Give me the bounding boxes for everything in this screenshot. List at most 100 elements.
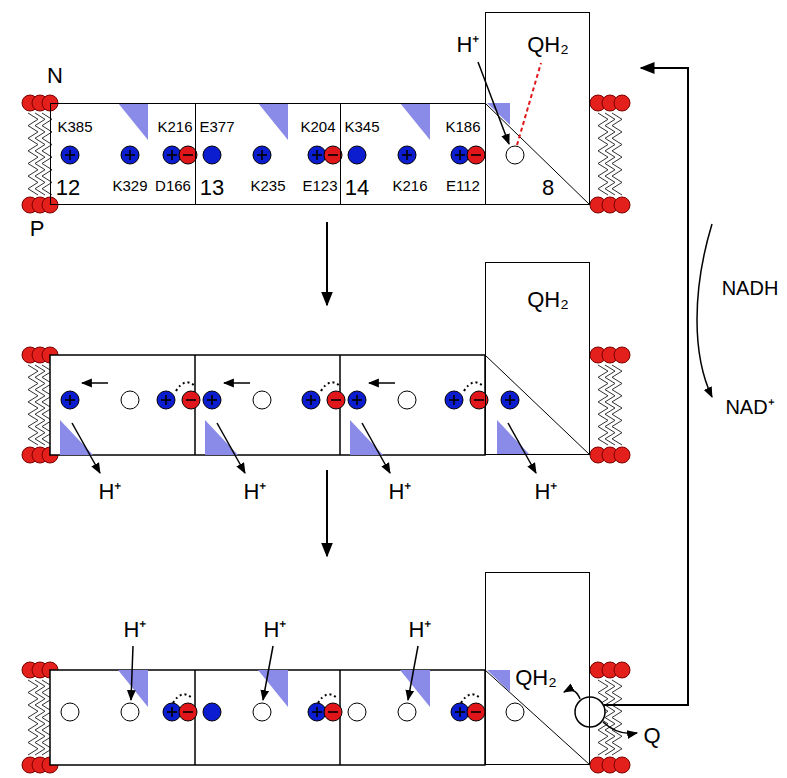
charge-sign xyxy=(165,395,167,405)
charge-sign xyxy=(69,395,71,405)
proton-arrow xyxy=(362,423,390,473)
half-channel xyxy=(205,420,238,455)
residue-circle xyxy=(61,391,79,409)
quinone-arrow xyxy=(603,722,637,734)
charge-sign xyxy=(211,395,213,405)
residue-circle xyxy=(451,146,469,164)
lipid-head xyxy=(614,662,630,678)
half-channel xyxy=(400,103,430,140)
residue-circle xyxy=(203,703,221,721)
lipid-tail xyxy=(28,113,38,195)
proton-label: H⁺ xyxy=(457,32,480,57)
residue-circle xyxy=(121,703,139,721)
residue-circle xyxy=(253,391,271,409)
charge-sign xyxy=(183,154,193,156)
subunit-number: 14 xyxy=(345,175,369,200)
charge-sign xyxy=(328,711,338,713)
residue-label: K186 xyxy=(445,118,480,135)
residue-label: K385 xyxy=(57,118,92,135)
membrane-side: P xyxy=(30,216,45,241)
quinol-label: QH₂ xyxy=(515,665,557,690)
proton-arrow xyxy=(131,646,133,700)
residue-circle xyxy=(327,391,345,409)
residue-circle xyxy=(179,703,197,721)
step-arrow xyxy=(326,470,328,556)
lipid-tail xyxy=(612,680,622,755)
nadh-arrow xyxy=(697,224,712,397)
charge-sign xyxy=(186,399,196,401)
charge-sign xyxy=(459,707,461,717)
product-label: NAD⁺ xyxy=(725,396,774,419)
residue-label: E123 xyxy=(302,177,337,194)
proton-label: H⁺ xyxy=(264,617,287,642)
charge-sign xyxy=(129,150,131,160)
charge-sign xyxy=(474,399,484,401)
subunit-number: 12 xyxy=(56,175,80,200)
lipid-tail xyxy=(35,365,45,445)
lipid-head xyxy=(614,347,630,363)
residue-circle xyxy=(163,703,181,721)
charge-sign xyxy=(471,711,481,713)
half-channel xyxy=(487,670,510,692)
membrane-side: N xyxy=(47,63,63,88)
proton-label: H⁺ xyxy=(99,479,122,504)
charge-sign xyxy=(171,707,173,717)
proton-label: H⁺ xyxy=(124,617,147,642)
step-arrow xyxy=(326,222,328,305)
residue-label: K345 xyxy=(344,118,379,135)
half-channel xyxy=(118,103,148,140)
residue-circle xyxy=(121,146,139,164)
proton-shift-arrow xyxy=(224,382,250,384)
residue-label: K235 xyxy=(250,177,285,194)
half-channel xyxy=(258,103,288,140)
residue-circle xyxy=(203,146,221,164)
residue-label: K216 xyxy=(157,118,192,135)
lipid-tail xyxy=(598,113,608,195)
illustration xyxy=(22,62,712,773)
lipid-head xyxy=(614,197,630,213)
residue-label: K204 xyxy=(300,118,335,135)
proton-shift-arrow xyxy=(82,382,108,384)
proton-arrow xyxy=(217,423,245,473)
quinol-link xyxy=(517,63,541,145)
broken-ion-pair xyxy=(318,694,338,703)
residue-circle xyxy=(308,146,326,164)
proton-label: H⁺ xyxy=(535,479,558,504)
lipid-tail xyxy=(605,113,615,195)
proton-arrow xyxy=(72,423,100,473)
half-channel xyxy=(258,670,288,707)
lipid-head xyxy=(614,95,630,111)
quinol-exit-arrow xyxy=(564,690,580,699)
subunit-diagonal xyxy=(485,103,590,205)
residue-label: E112 xyxy=(446,177,480,194)
residue-circle xyxy=(398,146,416,164)
residue-circle xyxy=(506,703,524,721)
lipid-tail xyxy=(612,365,622,445)
proton-label: H⁺ xyxy=(389,479,412,504)
residue-circle xyxy=(398,703,416,721)
residue-circle xyxy=(467,703,485,721)
subunit-box: QH₂8 xyxy=(485,12,590,205)
half-channel xyxy=(497,420,530,455)
lipid-head xyxy=(614,447,630,463)
charge-sign xyxy=(328,154,338,156)
subunit-box: E377K204K235E12313 xyxy=(195,103,340,205)
proton-label: H⁺ xyxy=(409,617,432,642)
residue-circle xyxy=(61,703,79,721)
residue-circle xyxy=(506,146,524,164)
residue-circle xyxy=(324,703,342,721)
charge-sign xyxy=(509,395,511,405)
charge-sign xyxy=(171,150,173,160)
residue-circle xyxy=(61,146,79,164)
return-arrow xyxy=(604,68,688,705)
charge-sign xyxy=(356,395,358,405)
charge-sign xyxy=(331,399,341,401)
residue-circle xyxy=(501,391,519,409)
residue-circle xyxy=(163,146,181,164)
residue-circle xyxy=(348,391,366,409)
residue-label: K329 xyxy=(112,177,147,194)
half-channel xyxy=(400,670,430,707)
proton-label: H⁺ xyxy=(244,479,267,504)
